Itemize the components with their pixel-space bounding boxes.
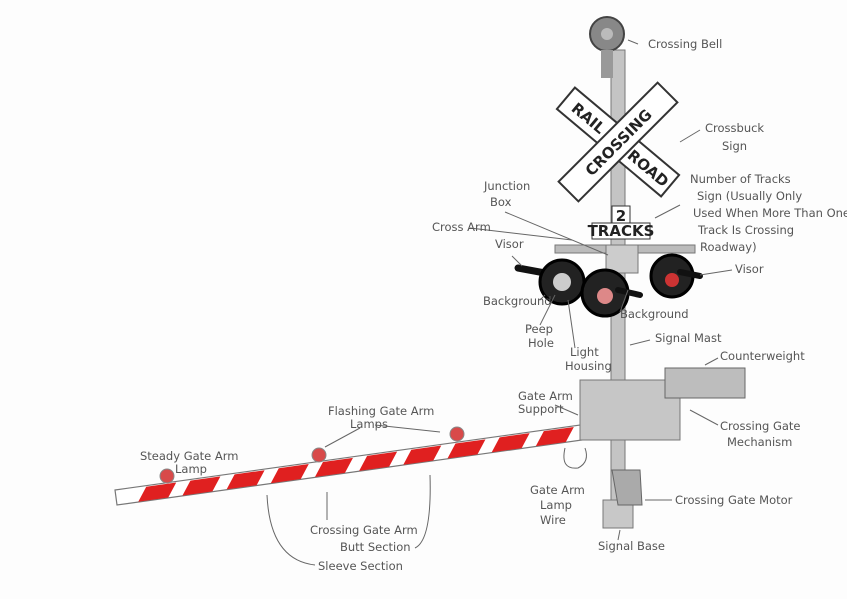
label-light-housing: Housing	[565, 359, 612, 373]
gate-arm-stripe	[359, 451, 398, 471]
label-lamp-wire: Gate Arm	[530, 483, 585, 497]
label-steady-lamp: Steady Gate Arm	[140, 449, 239, 463]
bell-mount	[601, 50, 613, 78]
label-gate-motor: Crossing Gate Motor	[675, 493, 793, 507]
label-crossing-bell: Crossing Bell	[648, 37, 722, 51]
crossing-gate-motor	[611, 469, 643, 506]
label-peep-hole: Peep	[525, 322, 553, 336]
label-signal-mast: Signal Mast	[655, 331, 722, 345]
gate-arm-stripe	[403, 445, 442, 465]
label-junction-box: Junction	[483, 179, 530, 193]
label-visor: Visor	[735, 262, 764, 276]
gate-arm-stripe	[270, 464, 309, 484]
leader-lines	[266, 39, 733, 566]
label-signal-base: Signal Base	[598, 539, 665, 553]
label-junction-box: Box	[490, 195, 512, 209]
tracks-word: TRACKS	[588, 222, 655, 240]
label-background: Background	[483, 294, 552, 308]
label-crossbuck-sign: Sign	[722, 139, 747, 153]
light-right	[649, 253, 703, 299]
crossing-gate-mechanism	[579, 379, 681, 441]
tracks-number: 2	[616, 207, 626, 225]
flashing-lamp	[449, 426, 465, 442]
labels: Crossing Bell Crossbuck Sign Number of T…	[140, 37, 847, 573]
label-tracks-sign: Roadway)	[700, 240, 757, 254]
label-flashing-lamps: Lamps	[350, 417, 388, 431]
label-gate-arm: Crossing Gate Arm	[310, 523, 418, 537]
label-tracks-sign: Sign (Usually Only	[697, 189, 802, 203]
bell-center	[601, 28, 613, 40]
gate-arm-stripe	[491, 433, 530, 453]
gate-arm-lamp-wire	[563, 447, 587, 469]
gate-arm-stripe	[226, 470, 265, 490]
gate-arm-stripe	[138, 482, 177, 502]
label-butt-section: Butt Section	[340, 540, 411, 554]
label-visor: Visor	[495, 237, 524, 251]
label-gate-mechanism: Crossing Gate	[720, 419, 801, 433]
label-gate-mechanism: Mechanism	[727, 435, 792, 449]
label-tracks-sign: Track Is Crossing	[697, 223, 794, 237]
gate-arm-stripe	[535, 426, 574, 447]
light-center	[580, 268, 643, 318]
label-light-housing: Light	[570, 345, 599, 359]
label-flashing-lamps: Flashing Gate Arm	[328, 404, 434, 418]
label-background: Background	[620, 307, 689, 321]
gate-arm-stripe	[447, 439, 486, 459]
label-gate-arm-support: Gate Arm	[518, 389, 573, 403]
junction-box	[605, 244, 639, 274]
counterweight	[664, 367, 746, 399]
label-gate-arm-support: Support	[518, 402, 564, 416]
steady-gate-arm-lamp	[159, 468, 175, 484]
label-steady-lamp: Lamp	[175, 462, 207, 476]
label-tracks-sign: Number of Tracks	[690, 172, 791, 186]
label-cross-arm: Cross Arm	[432, 220, 491, 234]
label-lamp-wire: Lamp	[540, 498, 572, 512]
gate-arm-stripes	[138, 426, 574, 502]
label-counterweight: Counterweight	[720, 349, 805, 363]
gate-arm-stripe	[314, 457, 353, 478]
label-peep-hole: Hole	[528, 336, 554, 350]
label-lamp-wire: Wire	[540, 513, 566, 527]
tracks-sign	[591, 222, 651, 240]
crossing-gate-arm	[114, 424, 583, 506]
label-sleeve-section: Sleeve Section	[318, 559, 403, 573]
label-tracks-sign: Used When More Than One	[693, 206, 847, 220]
label-crossbuck: Crossbuck	[705, 121, 764, 135]
flashing-lamp	[311, 447, 327, 463]
gate-arm-stripe	[182, 476, 221, 496]
